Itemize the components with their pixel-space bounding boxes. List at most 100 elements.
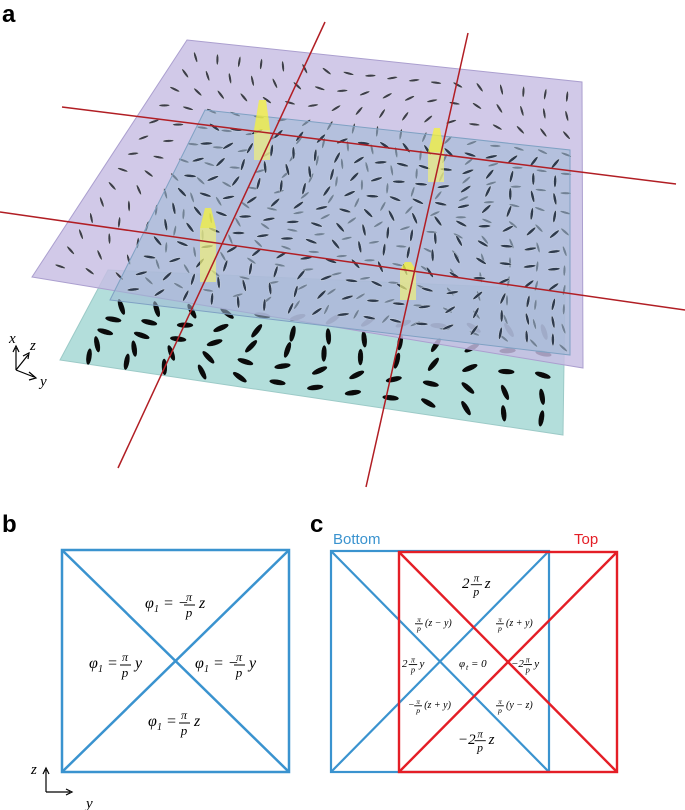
fraction-numerator: π [181, 708, 188, 722]
coefficient: 2 [462, 576, 470, 592]
molecule [446, 290, 459, 295]
eq-c-lower-left: −πp(z + y) [408, 698, 452, 715]
panel-c-label: c [310, 511, 323, 538]
molecule [455, 220, 468, 227]
fraction-denominator: p [497, 706, 502, 715]
molecule [355, 106, 364, 116]
molecule [472, 291, 483, 300]
molecule [406, 246, 411, 259]
molecule [409, 229, 414, 242]
molecule [262, 298, 267, 312]
molecule [268, 282, 272, 295]
molecule [289, 325, 296, 342]
molecule [551, 315, 556, 329]
molecule [444, 305, 456, 314]
molecule [472, 102, 482, 110]
molecule [408, 78, 420, 82]
molecule [349, 370, 365, 380]
molecule [521, 86, 525, 98]
red-line [117, 21, 326, 469]
molecule [251, 248, 262, 257]
molecule [158, 103, 170, 107]
molecule [343, 190, 356, 197]
molecule [293, 201, 304, 210]
variable: (z + y) [424, 700, 451, 711]
molecule [172, 123, 184, 127]
molecule [508, 187, 513, 201]
molecule [256, 177, 261, 190]
molecule [500, 405, 507, 422]
molecule [477, 239, 489, 248]
molecule [307, 103, 319, 108]
molecule [552, 192, 558, 206]
fraction-numerator: π [122, 650, 129, 664]
molecule [281, 60, 285, 73]
molecule [524, 246, 537, 251]
molecule [176, 240, 189, 247]
fraction-denominator: p [416, 624, 421, 633]
molecule [232, 231, 245, 235]
molecule [442, 324, 454, 331]
molecule [311, 307, 323, 316]
molecule [190, 273, 196, 286]
molecule [66, 245, 75, 255]
molecule [364, 74, 377, 78]
molecule [285, 163, 290, 176]
molecule [251, 324, 263, 338]
molecule [138, 135, 149, 141]
molecule [426, 98, 438, 103]
fraction-denominator: p [415, 706, 420, 715]
panel-b-label: b [2, 511, 17, 538]
molecule [331, 104, 341, 112]
defect-tip [400, 262, 416, 270]
molecule [414, 182, 428, 186]
fraction-numerator: π [417, 616, 421, 624]
molecule [99, 196, 105, 208]
molecule [534, 371, 551, 379]
phi-symbol: φ [145, 595, 154, 612]
molecule [222, 142, 234, 150]
variable: z [198, 595, 206, 612]
defect-column [400, 270, 416, 300]
molecule [236, 295, 240, 309]
molecule [231, 175, 240, 187]
phi-symbol: φ [89, 655, 98, 672]
coefficient: 2 [402, 658, 408, 670]
molecule [182, 289, 190, 302]
equals-sign: = − [213, 655, 239, 672]
axis-z-label: z [29, 338, 36, 354]
molecule [382, 243, 386, 257]
molecule [427, 357, 439, 371]
molecule [301, 182, 307, 195]
molecule [336, 89, 348, 93]
phi-subscript: 1 [154, 604, 159, 615]
molecule [385, 226, 390, 240]
molecule [516, 125, 525, 135]
molecule [478, 224, 491, 228]
molecule [476, 82, 484, 92]
molecule [401, 111, 409, 121]
molecule [335, 222, 345, 233]
molecule [524, 330, 529, 343]
molecule [415, 322, 429, 326]
molecule [357, 348, 364, 366]
variable: z [488, 732, 495, 748]
molecule [275, 251, 287, 259]
molecule [321, 345, 327, 362]
molecule [457, 204, 470, 209]
molecule [127, 152, 139, 156]
molecule [437, 184, 450, 189]
molecule [547, 267, 561, 271]
molecule [453, 252, 461, 264]
molecule [217, 90, 225, 100]
defect-tip [428, 128, 444, 152]
red-line [61, 106, 677, 185]
molecule [455, 235, 463, 247]
molecule [452, 81, 463, 89]
molecule [502, 225, 514, 233]
molecule [484, 185, 492, 198]
molecule [389, 195, 402, 202]
phi-subscript: 1 [98, 664, 103, 675]
molecule [270, 198, 280, 208]
